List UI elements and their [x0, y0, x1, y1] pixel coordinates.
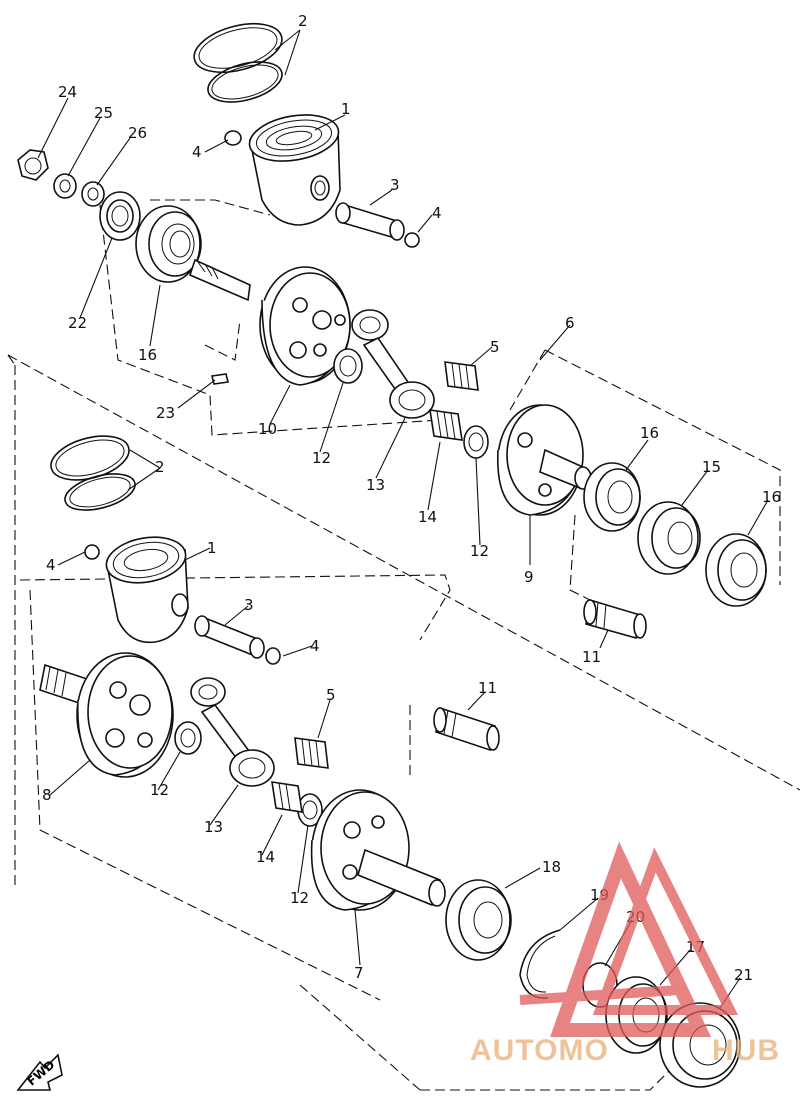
bearing-16-upper-right: [705, 533, 767, 607]
thrust-washer-upper-b: [463, 425, 489, 459]
crank-pin-lower: [433, 706, 500, 752]
bearing-18: [445, 879, 512, 961]
needle-bearing-5-upper: [444, 361, 479, 391]
callout-5-upper: 5: [490, 338, 500, 356]
callout-16-upper-mid: 16: [640, 424, 659, 442]
callout-10: 10: [258, 420, 277, 438]
crank-pin-upper: [583, 598, 647, 640]
connecting-rod-upper: [351, 309, 435, 419]
callout-12-upper-a: 12: [312, 449, 331, 467]
oil-seal-22: [99, 191, 141, 241]
callout-numbers: 2 1 4 3 4 24 25 26 22 16 23 10 12 13 14 …: [42, 12, 781, 984]
callout-12-upper-b: 12: [470, 542, 489, 560]
callout-2-top: 2: [298, 12, 308, 30]
piston-rings-top: [193, 22, 283, 103]
callout-3-bottom: 3: [244, 596, 254, 614]
bearing-16-upper-left: [135, 205, 202, 283]
callout-18: 18: [542, 858, 561, 876]
callout-8: 8: [42, 786, 52, 804]
circlip-top-b: [404, 232, 420, 248]
needle-bearing-14-upper: [429, 409, 463, 441]
leader-lines: [37, 29, 769, 1009]
callout-13-upper: 13: [366, 476, 385, 494]
callout-16-upper-left: 16: [138, 346, 157, 364]
circlip-top-a: [224, 130, 242, 146]
callout-4-bottom-left: 4: [46, 556, 56, 574]
callout-11-bottom: 11: [478, 679, 497, 697]
callout-22: 22: [68, 314, 87, 332]
labyrinth-seal-15: [637, 501, 701, 575]
circlip-bottom-a: [84, 544, 100, 560]
thrust-washer-upper-a: [333, 348, 363, 384]
callout-16-upper-right: 16: [762, 488, 781, 506]
callout-21: 21: [734, 966, 753, 984]
crank-half-7: [310, 789, 446, 911]
nut-24: [17, 149, 49, 181]
assembly-outlines: [7, 199, 800, 1091]
callout-1-top: 1: [341, 100, 351, 118]
watermark-text-left: AUTOMO: [470, 1034, 609, 1067]
washer-25: [53, 173, 77, 199]
needle-bearing-5-lower: [294, 737, 329, 769]
watermark-logo-icon: [519, 841, 739, 1037]
washer-26: [81, 181, 105, 207]
crank-half-8: [39, 652, 174, 778]
piston-rings-bottom: [50, 435, 136, 511]
watermark: AUTOMO HUB: [470, 841, 780, 1067]
callout-14-lower: 14: [256, 848, 275, 866]
callout-4-bottom-right: 4: [310, 637, 320, 655]
watermark-text-right: HUB: [712, 1034, 780, 1067]
bearing-16-upper-mid: [583, 462, 641, 532]
callout-5-bottom: 5: [326, 686, 336, 704]
key-23: [211, 373, 229, 385]
crank-half-9: [496, 404, 592, 516]
callout-3-top: 3: [390, 176, 400, 194]
fwd-arrow-icon: FWD: [16, 1053, 63, 1091]
circlip-bottom-b: [265, 647, 281, 665]
callout-23: 23: [156, 404, 175, 422]
callout-24: 24: [58, 83, 77, 101]
circlip-19: [519, 929, 561, 999]
piston-top: [248, 114, 341, 226]
connecting-rod-lower: [190, 677, 275, 787]
callout-7: 7: [354, 964, 364, 982]
piston-bottom: [105, 536, 189, 644]
callout-11-upper: 11: [582, 648, 601, 666]
callout-9: 9: [524, 568, 534, 586]
callout-4-top-right: 4: [432, 204, 442, 222]
piston-pin-bottom: [194, 615, 265, 659]
piston-pin-top: [335, 202, 405, 241]
callout-26: 26: [128, 124, 147, 142]
callout-2-bottom: 2: [155, 458, 165, 476]
callout-4-top-left: 4: [192, 143, 202, 161]
callout-13-lower: 13: [204, 818, 223, 836]
thrust-washer-lower-a: [174, 721, 202, 755]
callout-25: 25: [94, 104, 113, 122]
crank-half-10: [189, 258, 351, 386]
needle-bearing-14-lower: [271, 781, 303, 813]
callout-6: 6: [565, 314, 575, 332]
callout-14-upper: 14: [418, 508, 437, 526]
callout-15: 15: [702, 458, 721, 476]
callout-1-bottom: 1: [207, 539, 217, 557]
callout-12-lower-b: 12: [290, 889, 309, 907]
callout-12-lower-a: 12: [150, 781, 169, 799]
